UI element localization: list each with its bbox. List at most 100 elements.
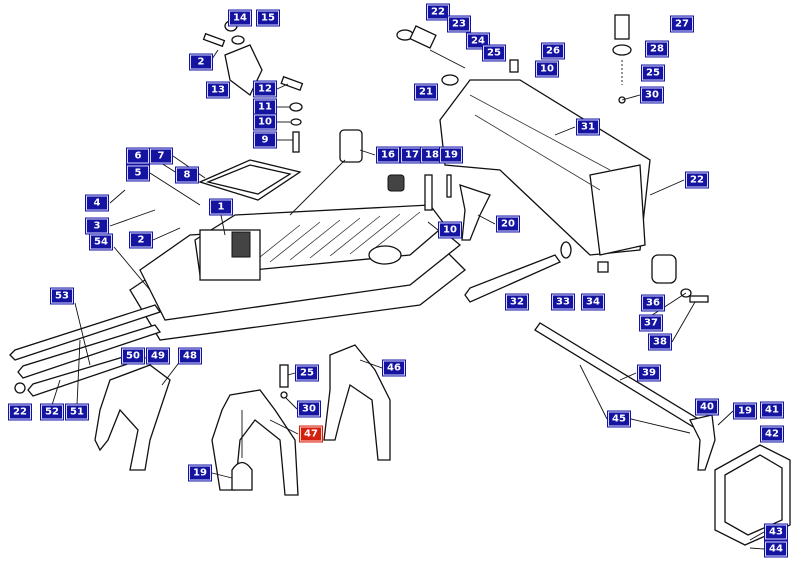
ring-33 — [560, 241, 572, 259]
callout-16[interactable]: 16 — [377, 147, 399, 163]
callout-2[interactable]: 2 — [190, 54, 212, 70]
ball-30-fork — [280, 391, 288, 399]
callout-4[interactable]: 4 — [86, 195, 108, 211]
tower-opening — [231, 231, 251, 258]
callout-10[interactable]: 10 — [536, 61, 558, 77]
callout-48[interactable]: 48 — [179, 348, 201, 364]
callout-19[interactable]: 19 — [189, 465, 211, 481]
callout-43[interactable]: 43 — [765, 524, 787, 540]
callout-30[interactable]: 30 — [641, 87, 663, 103]
cover-42 — [724, 454, 783, 536]
shifter-tower — [199, 229, 261, 281]
callout-18[interactable]: 18 — [421, 147, 443, 163]
callout-41[interactable]: 41 — [761, 402, 783, 418]
shift-rods — [9, 304, 162, 397]
callout-31[interactable]: 31 — [577, 119, 599, 135]
bolt-9 — [292, 131, 300, 153]
callout-24[interactable]: 24 — [467, 33, 489, 49]
callout-36[interactable]: 36 — [642, 295, 664, 311]
callout-6[interactable]: 6 — [127, 148, 149, 164]
rod-32 — [464, 254, 561, 303]
bolt-38 — [689, 295, 709, 303]
callout-37[interactable]: 37 — [640, 315, 662, 331]
callout-19[interactable]: 19 — [440, 147, 462, 163]
callout-38[interactable]: 38 — [649, 334, 671, 350]
callout-20[interactable]: 20 — [497, 216, 519, 232]
callout-5[interactable]: 5 — [127, 165, 149, 181]
pin-2 — [202, 32, 226, 48]
fork-48 — [94, 364, 171, 471]
callout-21[interactable]: 21 — [415, 84, 437, 100]
screw-26 — [509, 59, 519, 73]
spring-25 — [429, 49, 466, 69]
ring-22-left — [14, 382, 26, 394]
callout-15[interactable]: 15 — [257, 10, 279, 26]
callout-52[interactable]: 52 — [41, 404, 63, 420]
plug-17 — [387, 174, 405, 192]
callout-3[interactable]: 3 — [86, 218, 108, 234]
spring-25-fork — [279, 364, 289, 388]
callout-30[interactable]: 30 — [298, 401, 320, 417]
callout-23[interactable]: 23 — [448, 16, 470, 32]
callout-34[interactable]: 34 — [582, 294, 604, 310]
callout-44[interactable]: 44 — [765, 541, 787, 557]
washer-15 — [231, 35, 245, 45]
callout-11[interactable]: 11 — [254, 99, 276, 115]
callout-22[interactable]: 22 — [427, 4, 449, 20]
callout-7[interactable]: 7 — [150, 148, 172, 164]
callout-46[interactable]: 46 — [383, 360, 405, 376]
callout-39[interactable]: 39 — [638, 365, 660, 381]
callout-40[interactable]: 40 — [696, 399, 718, 415]
lever-40 — [689, 414, 716, 471]
callout-25[interactable]: 25 — [642, 65, 664, 81]
callout-22[interactable]: 22 — [9, 404, 31, 420]
plug-34 — [597, 261, 609, 273]
washer-10 — [290, 118, 302, 126]
callout-2[interactable]: 2 — [130, 232, 152, 248]
callout-13[interactable]: 13 — [207, 82, 229, 98]
callout-49[interactable]: 49 — [147, 348, 169, 364]
callout-50[interactable]: 50 — [122, 348, 144, 364]
callout-54[interactable]: 54 — [90, 234, 112, 250]
bolt-18 — [424, 174, 433, 211]
callout-1[interactable]: 1 — [210, 199, 232, 215]
callout-27[interactable]: 27 — [671, 16, 693, 32]
ring-21 — [441, 74, 459, 86]
callout-14[interactable]: 14 — [229, 10, 251, 26]
housing-boss — [368, 245, 402, 265]
cover-gasket-inner — [205, 164, 292, 195]
nut-11 — [289, 102, 303, 112]
callout-19[interactable]: 19 — [734, 403, 756, 419]
callout-9[interactable]: 9 — [254, 132, 276, 148]
pin-19 — [446, 174, 452, 198]
callout-45[interactable]: 45 — [608, 411, 630, 427]
housing-ribs — [249, 211, 421, 266]
screw-19 — [231, 461, 253, 491]
callout-47[interactable]: 47 — [300, 426, 322, 442]
callout-8[interactable]: 8 — [176, 167, 198, 183]
fork-46 — [323, 344, 391, 461]
callout-22[interactable]: 22 — [686, 172, 708, 188]
fitting-27 — [614, 14, 630, 40]
callout-10[interactable]: 10 — [254, 114, 276, 130]
callout-42[interactable]: 42 — [761, 426, 783, 442]
callout-10[interactable]: 10 — [439, 222, 461, 238]
bushing-16 — [339, 129, 363, 163]
callout-28[interactable]: 28 — [646, 41, 668, 57]
callout-32[interactable]: 32 — [506, 294, 528, 310]
callout-25[interactable]: 25 — [296, 365, 318, 381]
callout-12[interactable]: 12 — [254, 81, 276, 97]
callout-25[interactable]: 25 — [483, 45, 505, 61]
callout-26[interactable]: 26 — [542, 43, 564, 59]
block-36 — [651, 254, 677, 284]
sleeve-23 — [409, 25, 437, 49]
callout-53[interactable]: 53 — [51, 288, 73, 304]
lever-20 — [459, 184, 491, 241]
callout-51[interactable]: 51 — [66, 404, 88, 420]
shift-housing-end — [589, 164, 646, 256]
washer-28 — [612, 44, 632, 56]
callout-17[interactable]: 17 — [401, 147, 423, 163]
callout-33[interactable]: 33 — [552, 294, 574, 310]
